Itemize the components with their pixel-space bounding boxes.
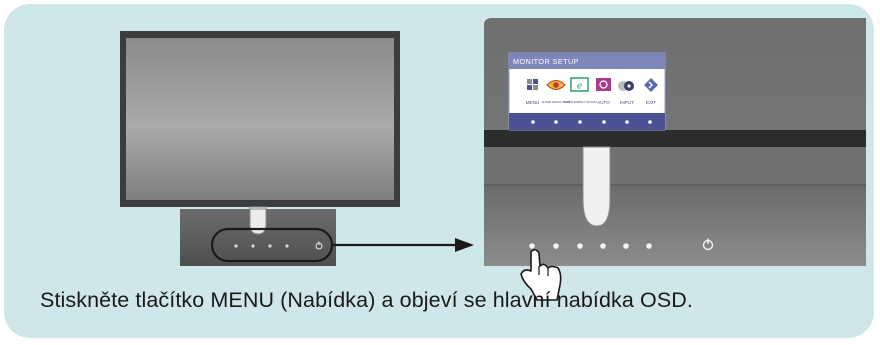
osd-title: MONITOR SETUP xyxy=(513,57,579,66)
super-resolution-icon xyxy=(546,80,566,90)
osd-label-exit: EXIT xyxy=(646,100,656,105)
svg-text:e: e xyxy=(577,82,582,92)
front-button-6[interactable] xyxy=(646,243,652,249)
right-monitor-bottom-bezel xyxy=(484,130,866,147)
front-button-4[interactable] xyxy=(600,243,606,249)
exit-icon xyxy=(644,78,658,92)
osd-button-bar xyxy=(509,113,665,130)
energy-saving-icon: e xyxy=(570,77,589,92)
front-button-2[interactable] xyxy=(553,243,559,249)
osd-menu: e MONITOR SETUP MENU SUPER RESOLUTION SU… xyxy=(508,52,666,131)
left-monitor-buttons xyxy=(234,244,289,248)
front-button-5[interactable] xyxy=(623,243,629,249)
osd-label-super-resolution: SUPER RESOLUTION xyxy=(542,100,571,104)
auto-icon xyxy=(596,78,611,91)
right-monitor: e MONITOR SETUP MENU SUPER RESOLUTION SU… xyxy=(484,18,866,266)
osd-label-input: INPUT xyxy=(620,100,634,105)
power-button-icon[interactable] xyxy=(702,238,714,251)
input-icon xyxy=(618,81,634,91)
osd-label-auto: AUTO xyxy=(597,100,610,105)
left-monitor-screen xyxy=(126,38,394,200)
right-monitor-base xyxy=(484,185,866,266)
osd-label-menu: MENU xyxy=(526,100,540,105)
osd-label-super-energy-saving: SUPER ENERGY SAVING xyxy=(563,100,596,104)
osd-header xyxy=(509,53,665,69)
menu-button[interactable] xyxy=(529,243,535,249)
left-monitor xyxy=(120,31,400,266)
right-monitor-neck xyxy=(582,146,611,227)
front-button-3[interactable] xyxy=(577,243,583,249)
right-monitor-buttons xyxy=(529,243,652,249)
hand-pointer-icon xyxy=(520,248,562,301)
menu-grid-icon xyxy=(527,79,538,90)
button-highlight-ellipse xyxy=(210,227,334,263)
arrow-icon xyxy=(333,238,474,252)
caption: Stiskněte tlačítko MENU (Nabídka) a obje… xyxy=(40,288,693,312)
osd-bar-dots xyxy=(531,120,652,124)
left-power-icon xyxy=(315,241,323,250)
